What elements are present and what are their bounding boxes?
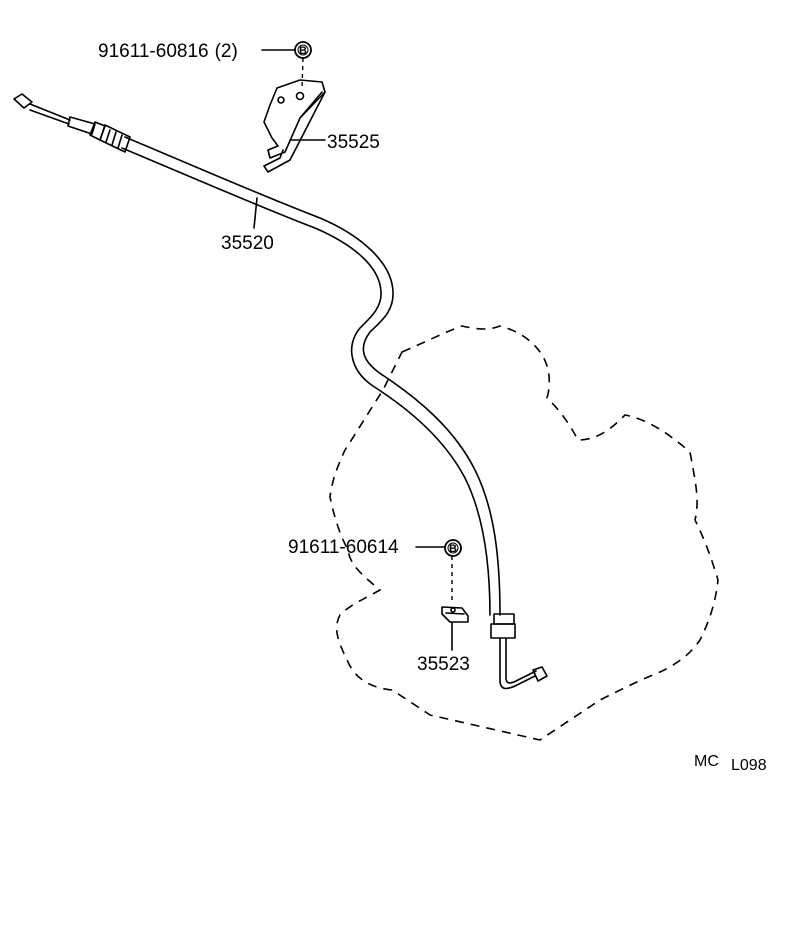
cable-35520 bbox=[13, 93, 548, 690]
reference-code: L098 bbox=[731, 757, 767, 774]
bracket-35525 bbox=[263, 79, 326, 173]
label-bolt-top: 91611-60816(2) bbox=[98, 41, 238, 62]
label-bracket: 35525 bbox=[327, 132, 380, 153]
clamp-35523 bbox=[441, 606, 469, 623]
bolt-bottom-symbol: B bbox=[444, 539, 462, 557]
bolt-top-symbol: B bbox=[294, 41, 312, 59]
svg-text:B: B bbox=[449, 543, 457, 555]
reference-model: MC bbox=[694, 753, 719, 770]
label-cable: 35520 bbox=[221, 233, 274, 254]
label-clamp: 35523 bbox=[417, 654, 470, 675]
transmission-outline bbox=[329, 325, 719, 741]
label-bolt-bottom: 91611-60614 bbox=[288, 537, 399, 558]
svg-text:B: B bbox=[299, 45, 307, 57]
